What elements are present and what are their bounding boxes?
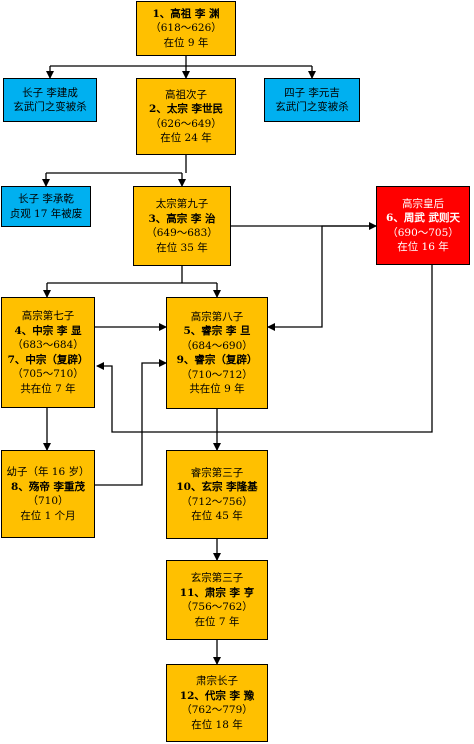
node-line: 在位 18 年 xyxy=(191,718,243,731)
node-line: 7、中宗（复辟） xyxy=(7,353,89,366)
node-line: （649～683） xyxy=(146,227,218,239)
node-jiancheng: 长子 李建成玄武门之变被杀 xyxy=(3,78,97,122)
node-line: 5、睿宗 李 旦 xyxy=(183,325,251,337)
arrow-wuzetian-to-zhongzong xyxy=(96,265,433,433)
node-line: 玄武门之变被杀 xyxy=(275,101,349,113)
node-line: 玄宗第三子 xyxy=(190,572,244,584)
node-gaozong: 太宗第九子 3、高宗 李 治 （649～683） 在位 35 年 xyxy=(133,186,231,266)
node-line: 高祖次子 xyxy=(165,88,207,101)
node-line: 长子 李承乾 xyxy=(18,193,74,205)
node-line: 在位 45 年 xyxy=(191,510,243,522)
node-line: 共在位 7 年 xyxy=(20,382,76,395)
node-line: 10、玄宗 李隆基 xyxy=(176,481,258,493)
node-line: 共在位 9 年 xyxy=(189,383,245,395)
node-line: （684～690） xyxy=(181,339,253,352)
node-line: 玄武门之变被杀 xyxy=(13,101,87,113)
node-line: （712～756） xyxy=(181,495,253,508)
node-line: 2、太宗 李世民 xyxy=(149,103,223,115)
node-line: 高宗第七子 xyxy=(21,310,75,322)
node-line: 12、代宗 李 豫 xyxy=(179,689,255,702)
node-line: 6、周武 武则天 xyxy=(386,212,460,224)
node-gaozu: 1、高祖 李 渊 （618～626）在位 9 年 xyxy=(136,1,236,56)
node-line: 9、睿宗（复辟） xyxy=(176,354,258,366)
node-line: 四子 李元吉 xyxy=(284,86,340,99)
node-line: 在位 35 年 xyxy=(156,241,208,254)
node-line: （705～710） xyxy=(12,368,84,380)
node-line: 1、高祖 李 渊 xyxy=(152,7,220,20)
node-line: （683～684） xyxy=(12,339,84,351)
node-line: （710） xyxy=(27,495,69,507)
node-line: （710～712） xyxy=(181,368,253,381)
arrow-shangdi-to-ruizong xyxy=(95,359,167,486)
node-shangdi: 幼子（年 16 岁） 8、殇帝 李重茂 （710） 在位 1 个月 xyxy=(1,450,95,538)
node-line: （690～705） xyxy=(387,226,459,239)
node-xuanzong: 睿宗第三子 10、玄宗 李隆基 （712～756） 在位 45 年 xyxy=(166,450,268,539)
node-line: 睿宗第三子 xyxy=(190,466,244,479)
node-line: 11、肃宗 李 亨 xyxy=(179,586,255,599)
node-line: 幼子（年 16 岁） xyxy=(6,466,90,478)
node-line: 肃宗长子 xyxy=(196,675,238,687)
node-ruizong: 高宗第八子 5、睿宗 李 旦 （684～690） 9、睿宗（复辟） （710～712） 共… xyxy=(166,297,268,409)
node-line: 3、高宗 李 治 xyxy=(148,212,216,225)
node-line: 在位 24 年 xyxy=(160,132,212,144)
node-line: 在位 9 年 xyxy=(163,36,209,49)
node-wuzetian: 高宗皇后 6、周武 武则天 （690～705） 在位 16 年 xyxy=(376,186,470,265)
node-line: （756～762） xyxy=(181,601,253,613)
node-zhongzong: 高宗第七子 4、中宗 李 显 （683～684） 7、中宗（复辟） （705～710） 共… xyxy=(1,297,95,408)
node-daizong: 肃宗长子 12、代宗 李 豫 （762～779） 在位 18 年 xyxy=(166,664,268,742)
node-line: 4、中宗 李 显 xyxy=(14,324,82,337)
node-yuanji: 四子 李元吉玄武门之变被杀 xyxy=(264,78,360,122)
node-line: 贞观 17 年被废 xyxy=(9,207,83,220)
node-taizong: 高祖次子 2、太宗 李世民 （626～649） 在位 24 年 xyxy=(136,78,236,155)
arrow-wuzetian-to-ruizong xyxy=(267,225,376,331)
node-line: 在位 7 年 xyxy=(194,615,240,628)
node-line: 8、殇帝 李重茂 xyxy=(11,480,85,493)
node-line: 高宗第八子 xyxy=(190,310,244,323)
node-line: 长子 李建成 xyxy=(22,86,78,99)
node-line: 高宗皇后 xyxy=(402,197,444,210)
node-line: （618～626） xyxy=(150,22,222,35)
node-line: （762～779） xyxy=(181,704,253,716)
node-line: 在位 1 个月 xyxy=(20,509,76,522)
node-suzong: 玄宗第三子 11、肃宗 李 亨 （756～762） 在位 7 年 xyxy=(166,560,268,640)
node-line: 在位 16 年 xyxy=(397,241,449,253)
node-line: 太宗第九子 xyxy=(155,198,209,210)
node-chengqian: 长子 李承乾贞观 17 年被废 xyxy=(1,186,91,227)
node-line: （626～649） xyxy=(150,117,222,130)
